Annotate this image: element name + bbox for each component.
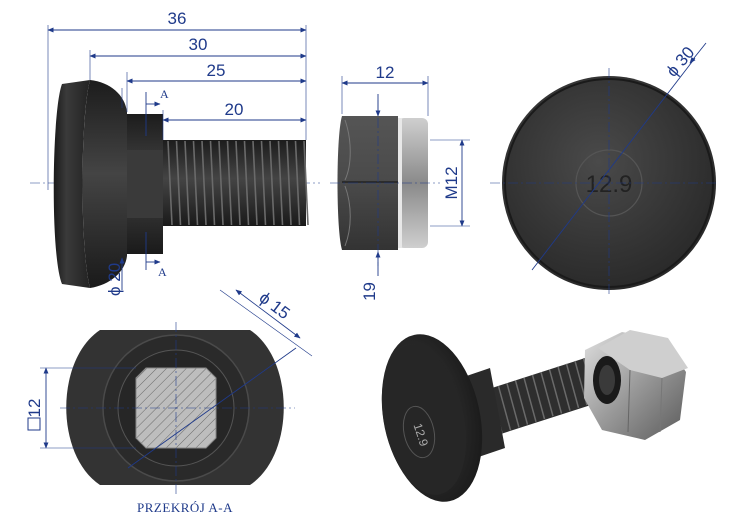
thread-lines [167,140,309,226]
dim-25-label: 25 [207,61,226,80]
dim-phi20-label: ϕ 20 [105,263,124,296]
thread-ridge [269,140,275,226]
thread-ridge [184,140,190,226]
thread-ridge [252,140,258,226]
thread-ridge [277,140,284,226]
thread-ridge [201,140,207,226]
thread-ridge [209,140,216,226]
iso-thread-ridge [540,372,554,417]
thread-ridge [192,140,199,226]
isometric-view: 12.9 [381,330,688,502]
dim-phi30-label: ϕ 30 [663,43,699,81]
thread-ridge [303,140,309,226]
iso-thread-ridge [531,374,546,420]
thread-ridge [167,140,173,226]
iso-thread-ridge [514,380,529,425]
iso-thread-ridge [557,366,571,411]
thread-ridge [286,140,292,226]
square-symbol-icon [27,417,41,431]
iso-thread-ridge [548,369,563,414]
iso-thread-ridge [497,386,512,431]
thread-ridge [235,140,241,226]
dim-30-label: 30 [189,35,208,54]
bolt-head-side [53,80,90,288]
bolt-thread-side [163,140,306,226]
dim-phi15-line [127,347,297,469]
dim-phi30-line [531,57,696,271]
section-marker-top: A [160,87,169,101]
thread-ridge [294,140,301,226]
neck-dimension: ϕ 20 A [105,232,167,296]
top-dimensions: 36 30 25 20 A [47,9,307,190]
section-title: PRZEKRÓJ A-A [137,500,233,515]
thread-ridge [218,140,224,226]
thread-ridge [175,140,182,226]
nut-side-view [330,100,440,266]
dim-20-label: 20 [225,100,244,119]
iso-thread-ridge [565,363,580,408]
thread-ridge [226,140,233,226]
thread-ridge [243,140,250,226]
dim-12-label: 12 [376,63,395,82]
dim-m12-label: M12 [442,166,461,199]
nut-dimensions: 12 M12 19 [341,63,470,301]
iso-grade-mark: 12.9 [411,421,432,448]
bolt-side-view [30,80,320,288]
dim-19-label: 19 [360,282,379,301]
iso-thread-ridge [523,377,537,422]
dim-36-label: 36 [168,9,187,28]
section-a-a: 12 ϕ 15 PRZEKRÓJ A-A [25,288,313,515]
iso-thread-ridge [506,383,520,428]
section-marker-bottom: A [158,265,167,279]
dim-square12-label: 12 [25,399,44,418]
bolt-head-front-view: 12.9 ϕ 30 [490,42,718,296]
iso-thread [470,350,622,440]
nut-locking-ring [398,118,428,248]
dim-phi15-label: ϕ 15 [256,288,294,323]
thread-ridge [260,140,267,226]
